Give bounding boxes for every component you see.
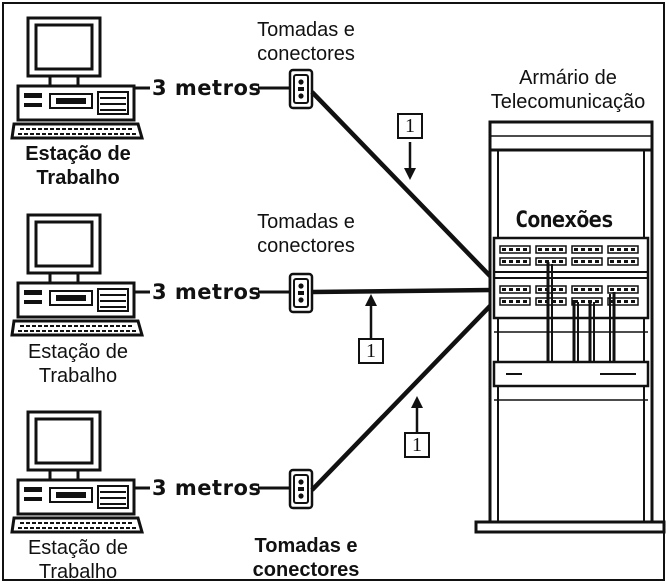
closet-title-line2: Telecomunicação (490, 91, 646, 113)
workstation-label-line1: Estação de (27, 537, 129, 559)
workstation-label-line1: Estação de (25, 143, 131, 165)
workstation-label-line2: Trabalho (38, 365, 118, 387)
panel-label: Conexões (515, 208, 614, 233)
outlet-label-line1: Tomadas e (257, 19, 355, 41)
workstation-label-line2: Trabalho (36, 167, 120, 189)
workstation-label: Estação de Trabalho (10, 340, 146, 388)
outlet-icon (288, 68, 314, 110)
outlet-label-line2: conectores (257, 43, 355, 65)
distance-label: 3 metros (152, 476, 262, 500)
closet-title: Armário de Telecomunicação (470, 66, 666, 114)
telecom-rack (474, 120, 666, 534)
distance-label: 3 metros (152, 76, 262, 100)
workstation-icon (10, 16, 144, 140)
workstation-icon (10, 213, 144, 337)
outlet-icon (288, 468, 314, 510)
workstation-label-line2: Trabalho (38, 561, 118, 583)
workstation-label: Estação de Trabalho (10, 536, 146, 584)
workstation-icon (10, 410, 144, 534)
outlet-label: Tomadas e conectores (226, 210, 386, 258)
outlet-label-line1: Tomadas e (254, 535, 358, 557)
outlet-label: Tomadas e conectores (226, 534, 386, 582)
closet-title-line1: Armário de (519, 67, 617, 89)
workstation-label-line1: Estação de (27, 341, 129, 363)
callout-box: 1 (404, 432, 430, 458)
outlet-icon (288, 272, 314, 314)
callout-box: 1 (358, 338, 384, 364)
outlet-label-line2: conectores (252, 559, 360, 581)
workstation-label: Estação de Trabalho (10, 142, 146, 190)
outlet-label-line1: Tomadas e (257, 211, 355, 233)
distance-label: 3 metros (152, 280, 262, 304)
outlet-label: Tomadas e conectores (226, 18, 386, 66)
callout-box: 1 (397, 113, 423, 139)
outlet-label-line2: conectores (257, 235, 355, 257)
